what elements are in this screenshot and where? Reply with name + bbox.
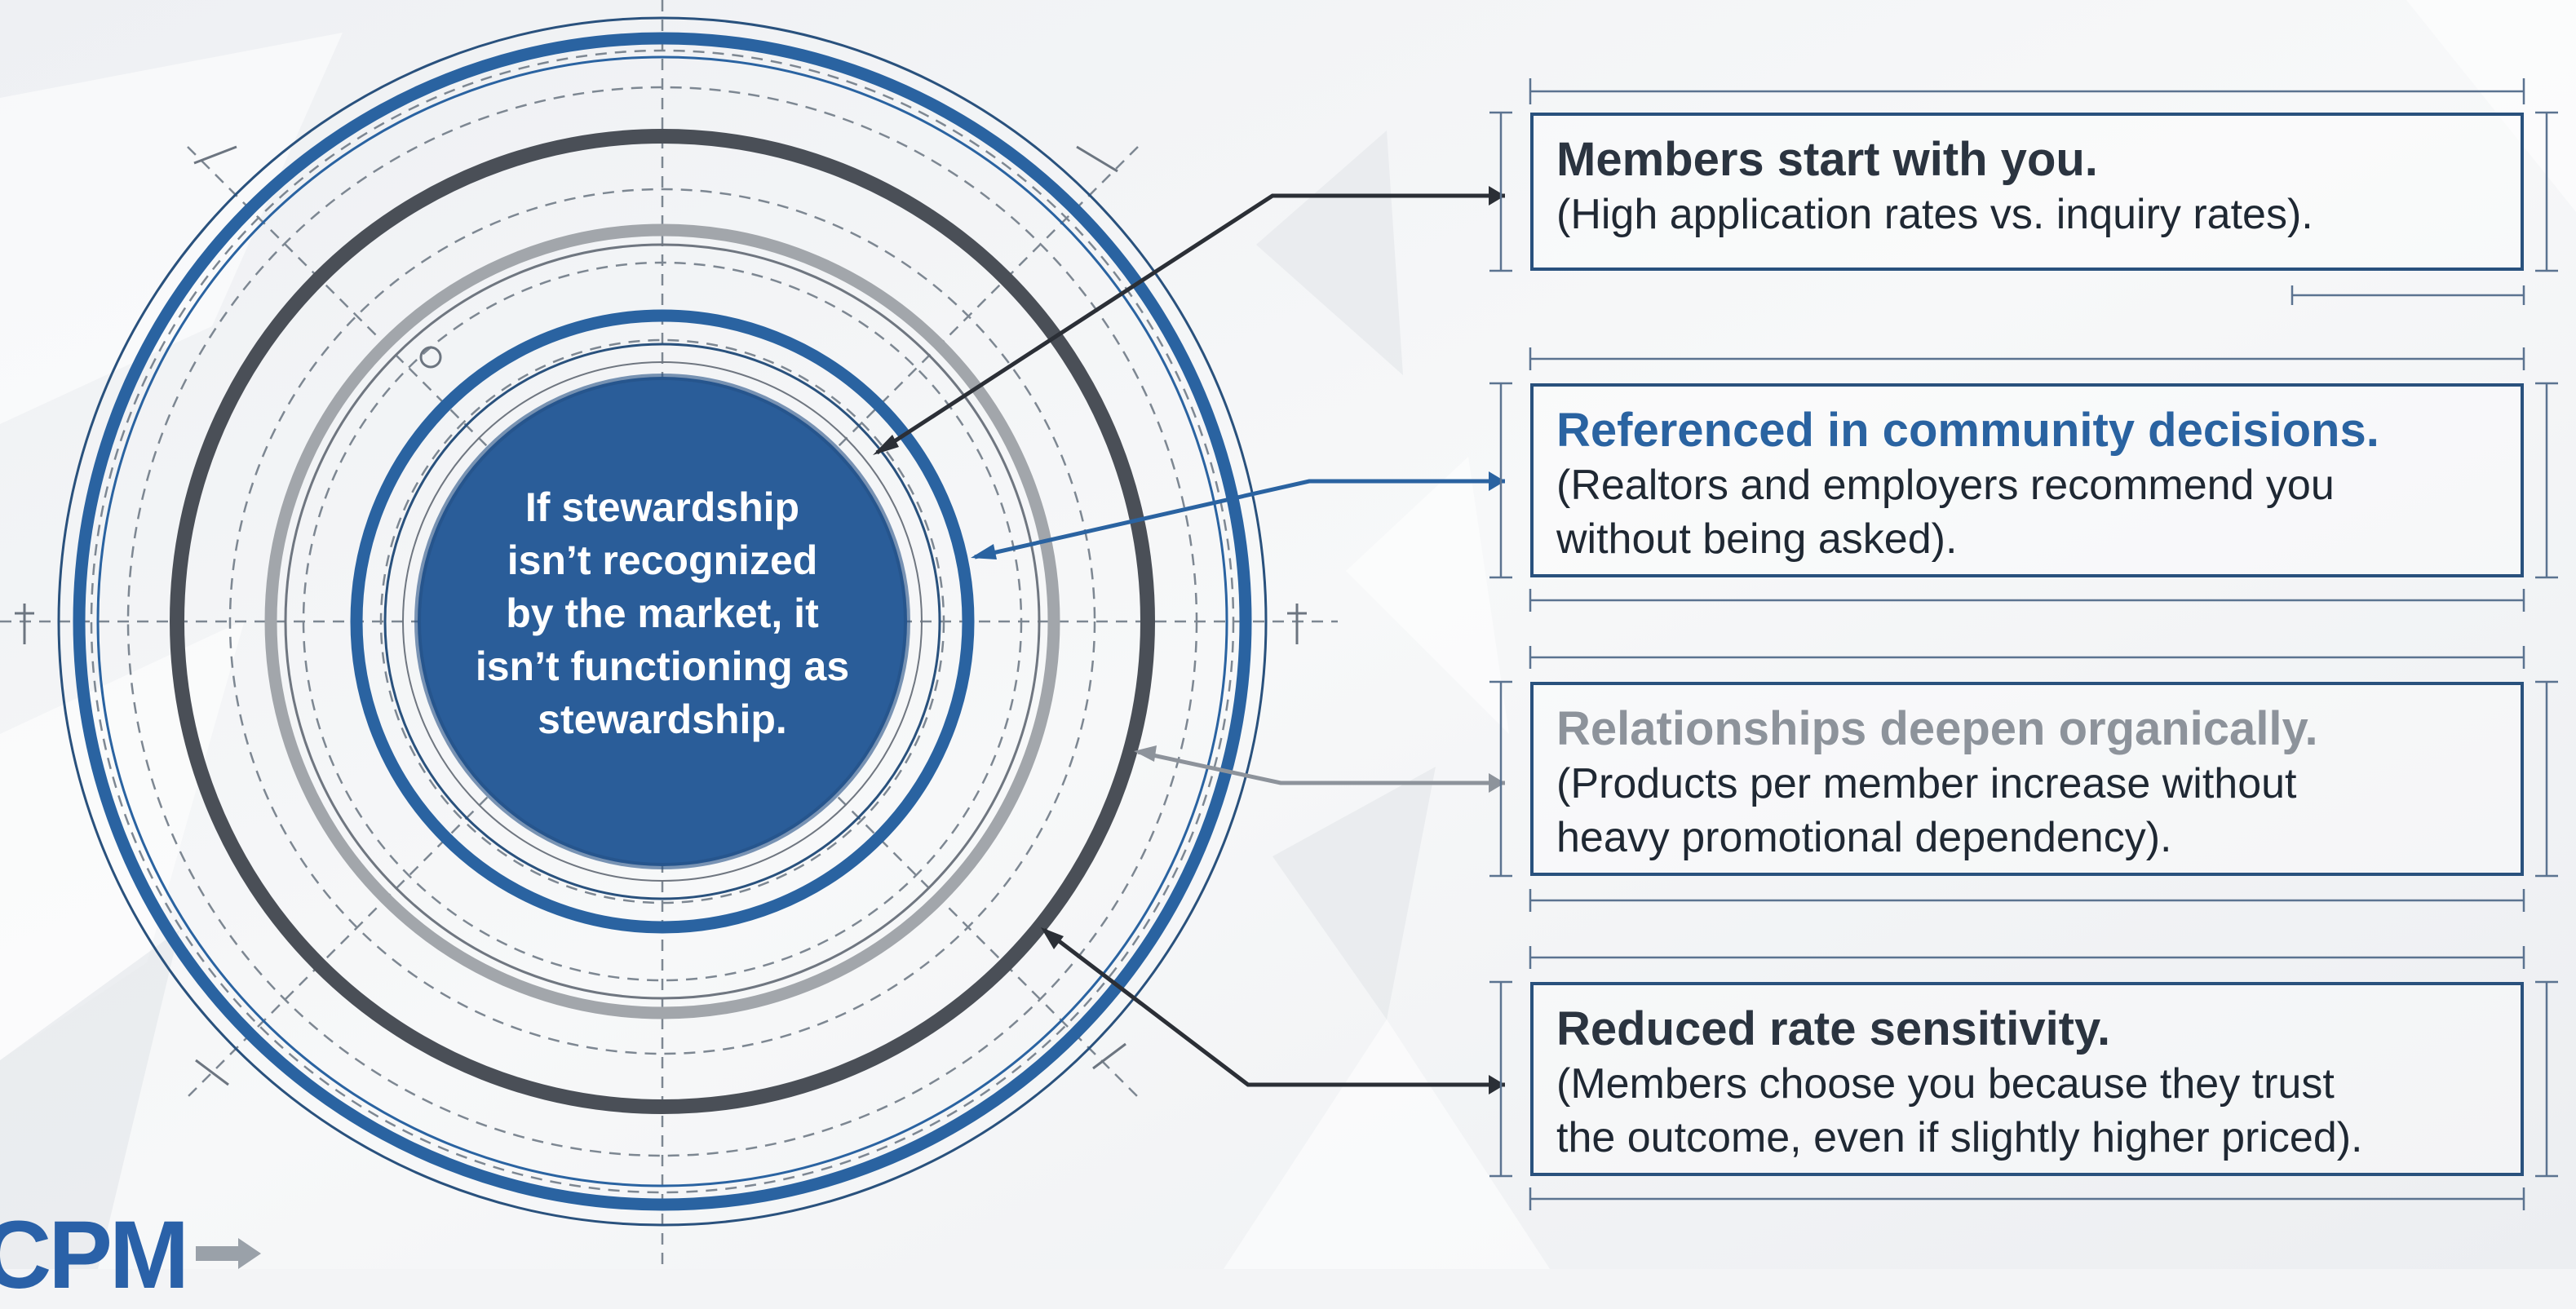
card-body: (High application rates vs. inquiry rate…: [1556, 188, 2498, 241]
dark-ring: [170, 129, 1155, 1114]
arrowhead-referenced-ring: [971, 544, 997, 559]
arrow-to-reduced: [1042, 928, 1505, 1087]
card-body: (Realtors and employers recommend you wi…: [1556, 458, 2498, 566]
arrowhead-relationships-ring: [1134, 745, 1157, 762]
arrow-to-members: [875, 193, 1505, 455]
card-body-line: (Members choose you because they trust: [1556, 1060, 2335, 1108]
center-line: If stewardship: [524, 484, 800, 530]
arrowhead-members-card: [1489, 186, 1505, 206]
concentric-rings: [57, 16, 1268, 1227]
card-title: Members start with you.: [1556, 133, 2098, 186]
card-members-start: Members start with you. (High applicatio…: [1530, 113, 2524, 271]
card-referenced-community: Referenced in community decisions. (Real…: [1530, 383, 2524, 577]
card-relationships-deepen: Relationships deepen organically. (Produ…: [1530, 682, 2524, 876]
center-line: stewardship.: [538, 697, 787, 742]
inner-gray-thin-line: [402, 361, 923, 882]
gray-ring: [264, 223, 1060, 1019]
arrow-to-referenced: [974, 479, 1505, 559]
card-body-line: (Products per member increase without: [1556, 760, 2297, 807]
inner-blue-thin-line: [383, 343, 941, 900]
arrowhead-reduced-ring: [1041, 927, 1064, 949]
cpm-logo: CPM: [0, 1201, 189, 1309]
outer-thin-ring: [57, 16, 1268, 1227]
dimension-lines: [1489, 78, 2558, 1210]
card-body-line: (High application rates vs. inquiry rate…: [1556, 191, 2313, 238]
card-title: Reduced rate sensitivity.: [1556, 1002, 2111, 1055]
card-title: Relationships deepen organically.: [1556, 702, 2318, 755]
center-statement: If stewardship isn’t recognized by the m…: [418, 481, 907, 746]
arrowhead-relationships-card: [1489, 773, 1505, 793]
card-body-line: without being asked).: [1556, 515, 1958, 563]
center-line: isn’t functioning as: [475, 643, 850, 689]
outer-blue-ring: [73, 32, 1252, 1211]
arrowhead-reduced-card: [1489, 1075, 1505, 1095]
inner-blue-ring: [350, 309, 975, 934]
arrowhead-referenced-card: [1489, 471, 1505, 491]
card-body-line: heavy promotional dependency).: [1556, 814, 2172, 861]
card-body: (Members choose you because they trust t…: [1556, 1057, 2498, 1165]
gray-ring-inner-line: [284, 243, 1041, 1000]
card-body-line: the outcome, even if slightly higher pri…: [1556, 1114, 2363, 1161]
center-disc-shade: [414, 374, 910, 869]
arrow-to-relationships: [1137, 750, 1505, 785]
logo-arrow-icon: [196, 1238, 261, 1269]
outer-blue-inner-line: [96, 55, 1228, 1187]
center-line: by the market, it: [506, 590, 819, 636]
card-body-line: (Realtors and employers recommend you: [1556, 462, 2335, 509]
ring-markers: [15, 145, 1307, 1086]
center-disc: [418, 377, 907, 866]
card-body: (Products per member increase without he…: [1556, 757, 2498, 865]
center-line: isn’t recognized: [507, 537, 818, 583]
pointer-arrows: [873, 186, 1505, 1095]
card-reduced-rate: Reduced rate sensitivity. (Members choos…: [1530, 982, 2524, 1176]
arrowhead-members-ring: [873, 435, 899, 455]
card-title: Referenced in community decisions.: [1556, 404, 2379, 457]
stewardship-rings-diagram: [0, 0, 2558, 1269]
